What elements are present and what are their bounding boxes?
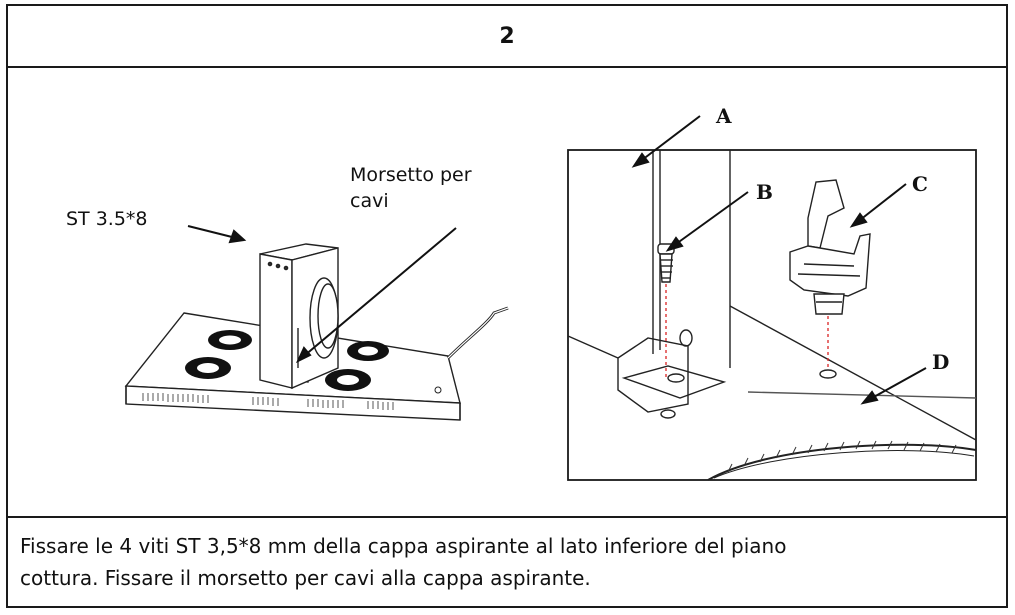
callout-c: C [912, 172, 928, 196]
cooking-zones [185, 330, 389, 391]
instruction-line-2: cottura. Fissare il morsetto per cavi al… [20, 566, 591, 590]
callout-a: A [716, 104, 732, 128]
right-arrows [631, 115, 927, 405]
callout-b: B [756, 180, 773, 204]
illustration-area: ST 3.5*8 Morsetto per cavi A B C D [8, 68, 1006, 518]
extraction-unit [259, 243, 339, 390]
callout-d: D [932, 350, 950, 374]
clamp-label-line1: Morsetto per [350, 164, 472, 186]
instruction-text: Fissare le 4 viti ST 3,5*8 mm della capp… [20, 530, 980, 594]
left-arrows [187, 225, 457, 364]
instruction-line-1: Fissare le 4 viti ST 3,5*8 mm della capp… [20, 534, 787, 558]
instruction-panel: 2 [6, 4, 1008, 608]
power-cable [446, 306, 509, 360]
detail-drawing [567, 150, 977, 481]
clamp-label-line2: cavi [350, 190, 389, 212]
step-number: 2 [8, 6, 1006, 68]
cooktop-illustration [124, 115, 977, 481]
screw-label: ST 3.5*8 [66, 208, 148, 230]
detail-frame [567, 149, 977, 481]
